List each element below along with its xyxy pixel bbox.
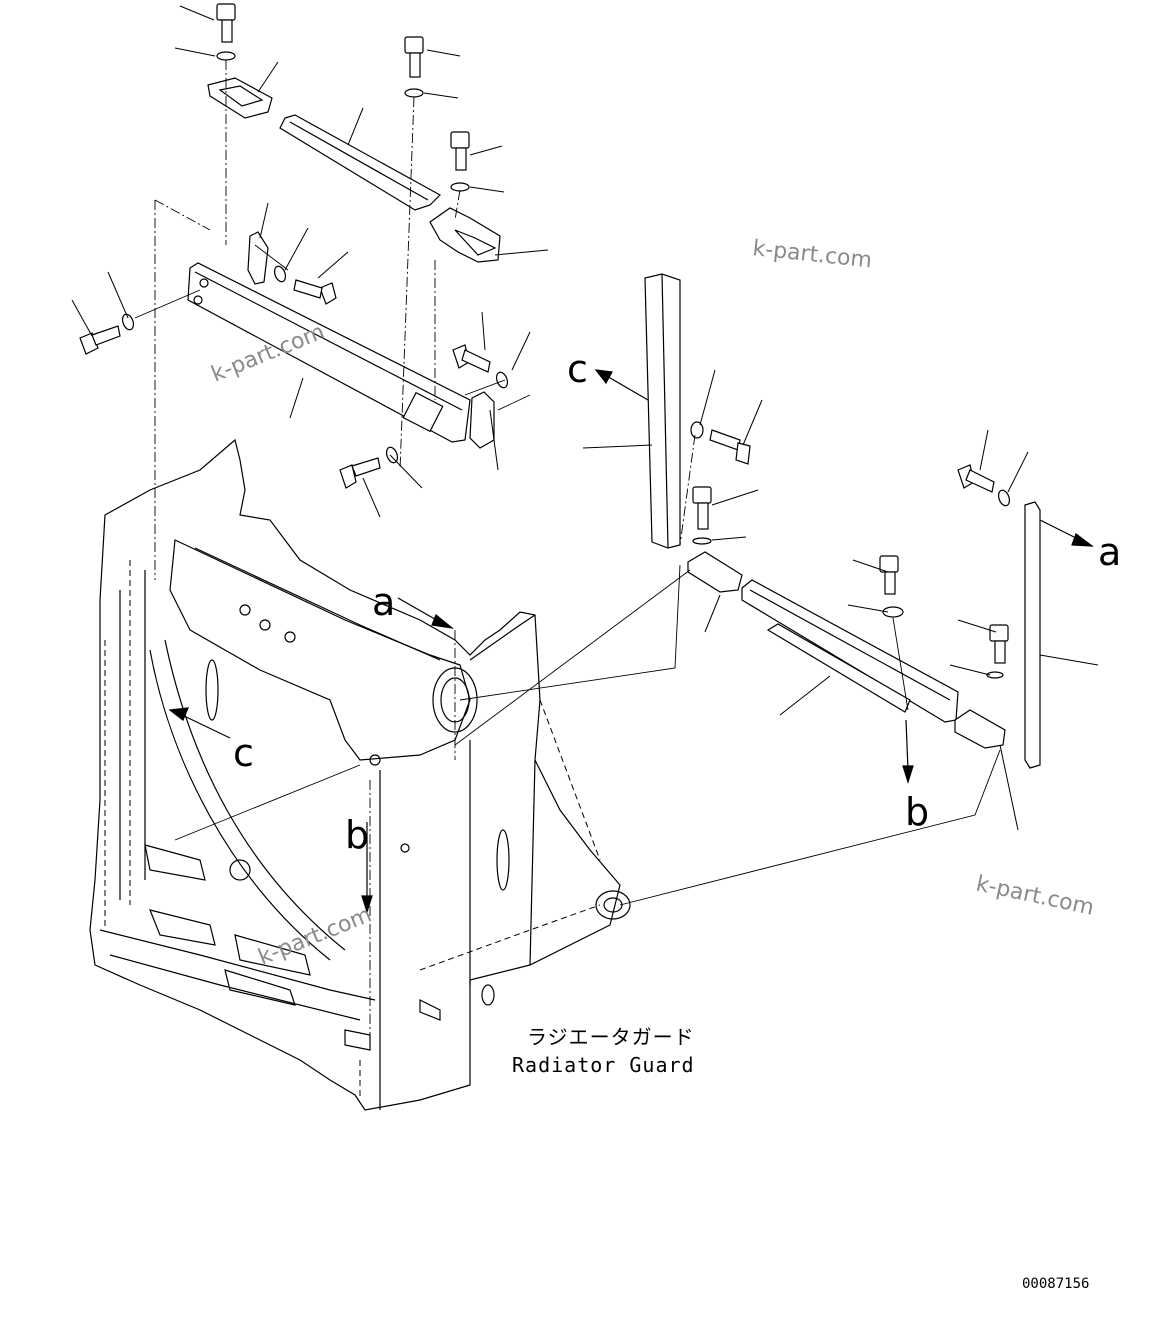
panel-right-bracket bbox=[469, 391, 495, 449]
bolt-right-5 bbox=[957, 464, 1011, 507]
watermark-3: k-part.com bbox=[974, 871, 1096, 920]
bottom-left-corner-bracket bbox=[687, 551, 743, 593]
caption-english: Radiator Guard bbox=[512, 1053, 695, 1077]
part-callout-lines bbox=[71, 5, 1099, 831]
assembly-leader-lines bbox=[134, 244, 1001, 906]
bolt-right-4 bbox=[986, 624, 1009, 679]
view-letter-b-frame: b bbox=[345, 813, 369, 857]
bolt-panel-right bbox=[452, 344, 509, 389]
view-letter-c-frame: c bbox=[233, 731, 254, 775]
bolt-top-right bbox=[450, 131, 470, 192]
main-guard-panel bbox=[187, 262, 471, 443]
watermark-4: k-part.com bbox=[255, 903, 375, 971]
watermark-1: k-part.com bbox=[751, 236, 873, 273]
bolt-top-left bbox=[216, 3, 236, 61]
bolt-panel-lower bbox=[339, 446, 399, 489]
bolt-right-3 bbox=[879, 555, 904, 618]
frame-hidden-lines bbox=[104, 560, 601, 1100]
bolt-panel-upper bbox=[273, 265, 337, 305]
vertical-strip-right bbox=[1024, 501, 1041, 769]
assembly-center-lines bbox=[154, 60, 696, 1040]
bolt-right-1 bbox=[690, 421, 751, 465]
bolt-panel-left bbox=[79, 313, 135, 355]
top-left-bracket bbox=[207, 77, 273, 119]
bolt-top-center bbox=[404, 36, 424, 98]
reference-number: 00087156 bbox=[1022, 1276, 1089, 1292]
view-letter-b-right: b bbox=[905, 790, 929, 834]
top-right-latch-bracket bbox=[429, 207, 501, 263]
panel-left-bracket bbox=[247, 231, 269, 285]
radiator-guard-frame bbox=[89, 438, 631, 1111]
top-angle-strip bbox=[279, 114, 441, 211]
vertical-channel-left bbox=[644, 273, 681, 549]
caption-japanese: ラジエータガード bbox=[527, 1025, 695, 1049]
view-letter-a-frame: a bbox=[372, 580, 395, 624]
view-letter-a-right: a bbox=[1098, 530, 1121, 574]
long-bottom-channel bbox=[741, 579, 959, 723]
view-letter-c-right: c bbox=[567, 347, 588, 391]
bolt-right-2 bbox=[692, 486, 712, 545]
bottom-right-corner-bracket bbox=[954, 709, 1006, 749]
view-arrows bbox=[168, 369, 1094, 915]
